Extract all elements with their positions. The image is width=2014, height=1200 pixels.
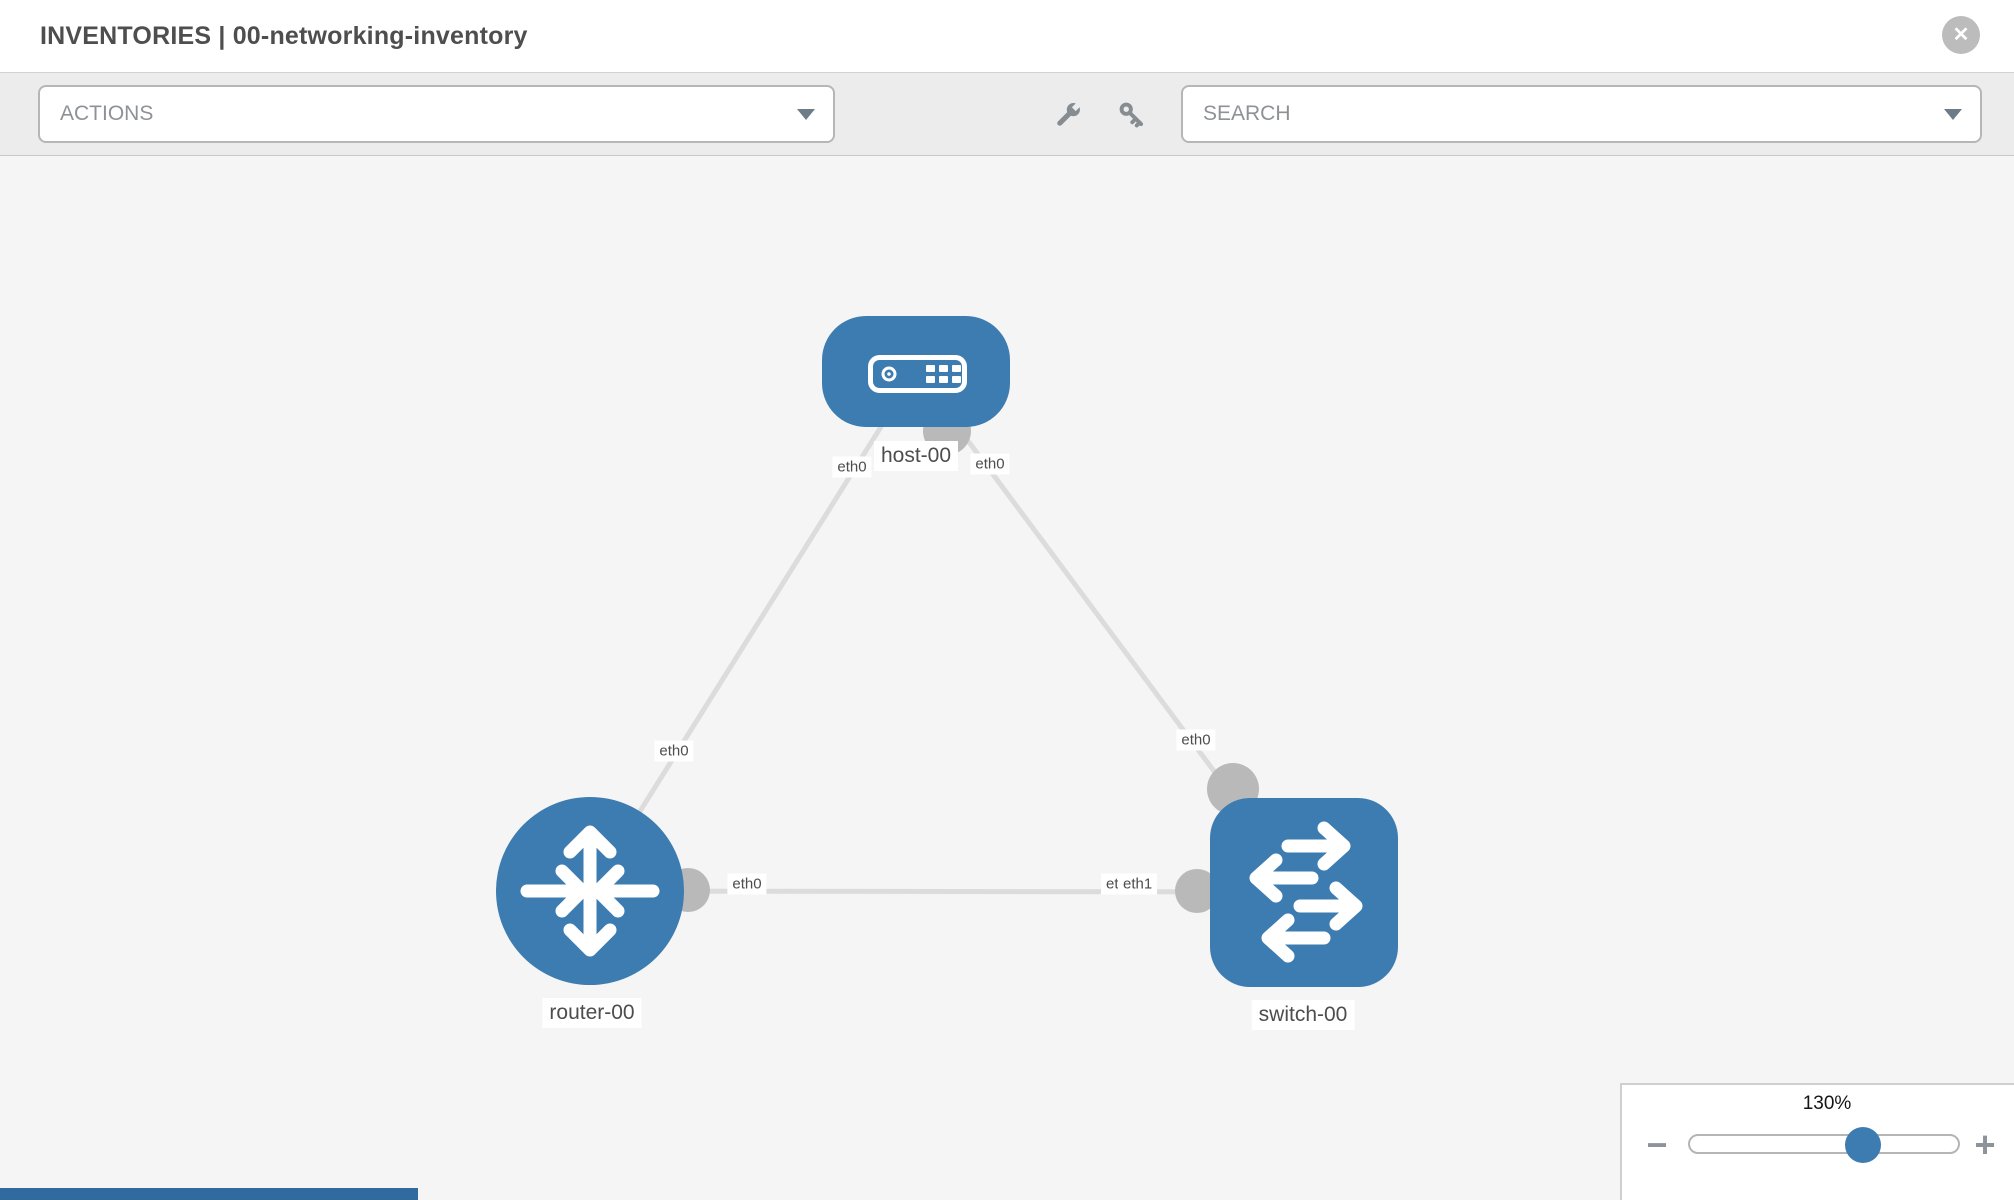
interface-label: eth0 [970,453,1010,475]
wrench-icon [1057,101,1082,126]
interface-connector [1175,869,1219,913]
interface-label: eth0 [1176,729,1216,751]
actions-dropdown[interactable]: ACTIONS [38,85,835,143]
interface-label: eth0 [832,456,872,478]
node-label-host: host-00 [873,441,959,471]
chevron-down-icon [1944,109,1962,120]
close-button[interactable]: ✕ [1942,16,1980,54]
key-icon [1119,102,1144,128]
key-panel-edge[interactable] [0,1188,418,1200]
interface-label: eth0 [654,740,694,762]
search-dropdown-label: SEARCH [1203,102,1291,125]
switch-icon [1249,821,1363,963]
node-host-00[interactable] [822,316,1010,427]
interface-label: eth1 [1118,873,1158,895]
router-icon [520,825,660,957]
close-icon: ✕ [1952,24,1970,46]
zoom-panel: 130% − + [1620,1083,2014,1200]
node-label-router: router-00 [542,998,642,1028]
zoom-out-button[interactable]: − [1646,1124,1668,1165]
actions-dropdown-label: ACTIONS [60,102,154,125]
node-label-switch: switch-00 [1251,1000,1355,1030]
zoom-slider-knob[interactable] [1845,1127,1881,1163]
chevron-down-icon [797,109,815,120]
header: INVENTORIES | 00-networking-inventory ✕ [0,0,2014,72]
search-dropdown[interactable]: SEARCH [1181,85,1982,143]
node-router-00[interactable] [496,797,684,985]
node-switch-00[interactable] [1210,798,1398,987]
configure-button[interactable] [1049,98,1085,134]
interface-label: eth0 [727,873,767,895]
page-title: INVENTORIES | 00-networking-inventory [40,21,528,50]
credentials-button[interactable] [1115,98,1151,134]
zoom-in-button[interactable]: + [1974,1124,1996,1165]
zoom-level: 130% [1802,1093,1852,1114]
topology-canvas [496,316,1398,987]
zoom-slider-track[interactable] [1688,1134,1960,1154]
host-icon [868,355,967,393]
